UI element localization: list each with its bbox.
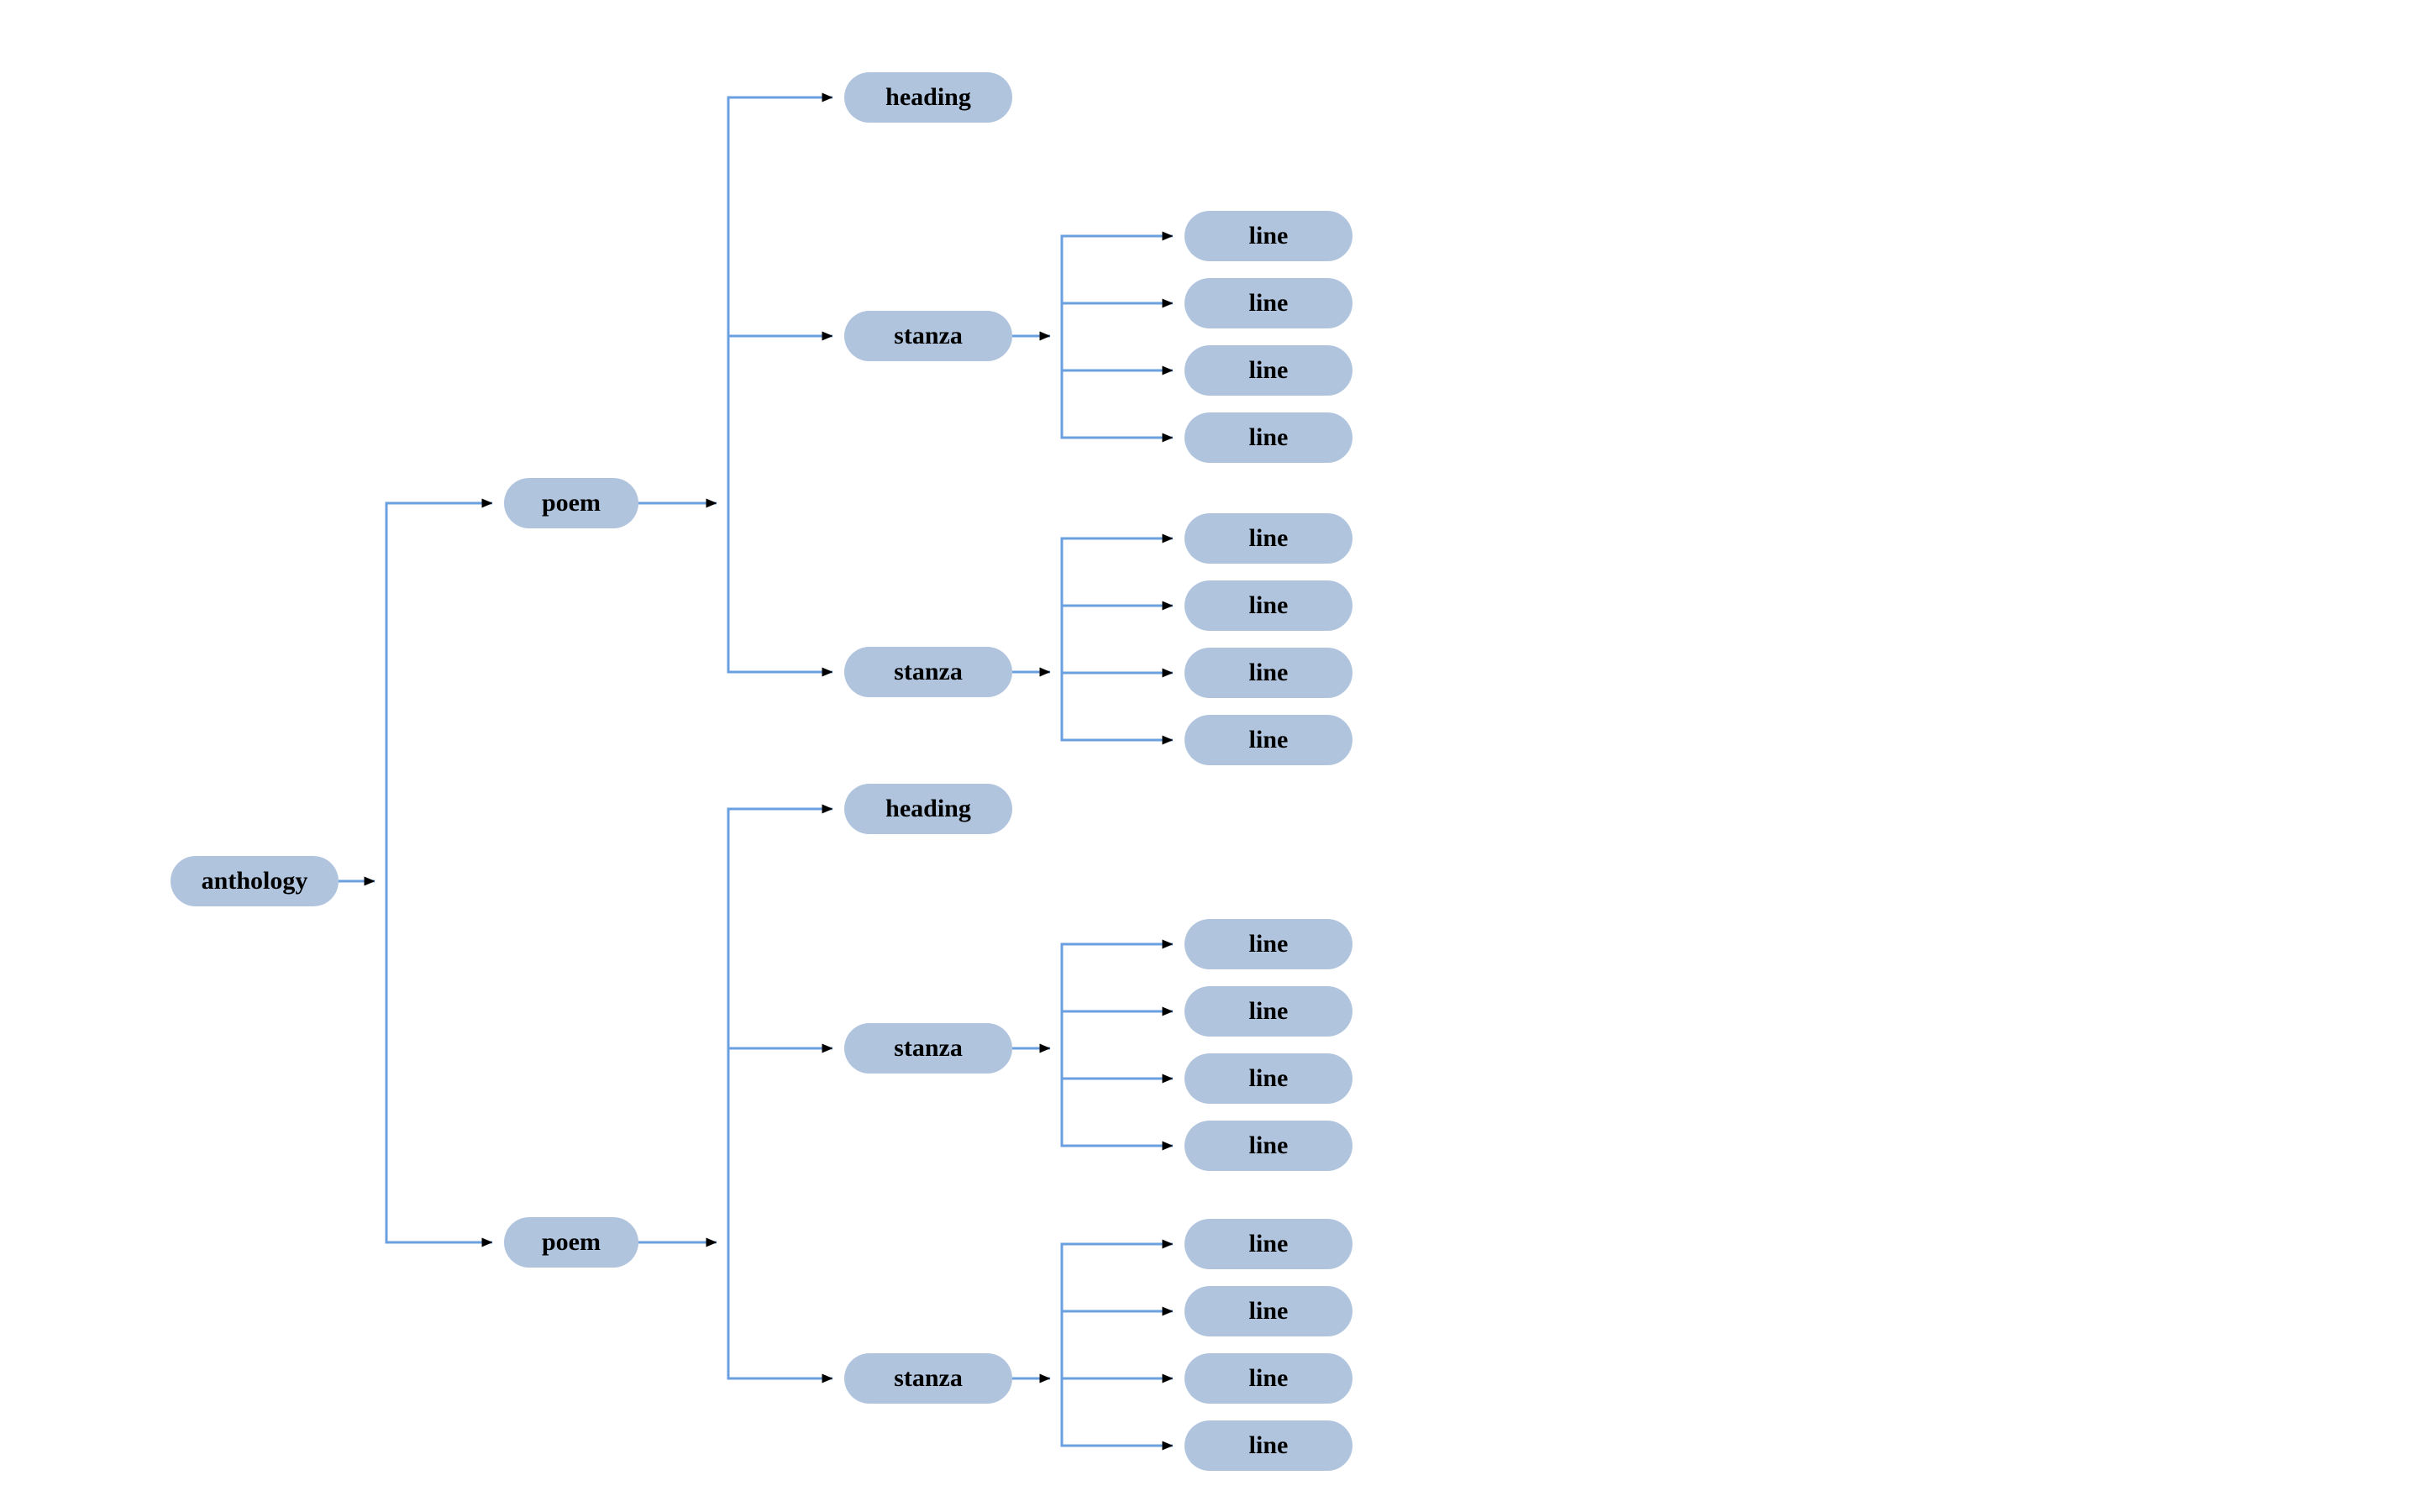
edge-p1-stanza2-to-p1-s2-l3 [1060, 668, 1174, 678]
edge-p2-stanza1-to-p2-s1-l3 [1060, 1048, 1174, 1084]
node-poem2[interactable]: poem [504, 1217, 638, 1268]
node-p1-s2-l1[interactable]: line [1184, 513, 1352, 564]
node-label: heading [885, 795, 971, 822]
node-label: line [1248, 1297, 1289, 1325]
edge-p1-stanza2-to-p1-s2-l1 [1060, 533, 1174, 672]
node-label: poem [542, 489, 601, 517]
edge-poem1-to-p1-stanza2 [727, 503, 833, 677]
edge-p1-stanza1-to-p1-s1-l3 [1060, 336, 1174, 375]
node-p2-s2-l4[interactable]: line [1184, 1420, 1352, 1471]
node-label: line [1248, 591, 1289, 619]
node-p1-s2-l2[interactable]: line [1184, 580, 1352, 631]
node-p2-s1-l1[interactable]: line [1184, 919, 1352, 969]
node-label: line [1248, 423, 1289, 451]
node-p2-s1-l4[interactable]: line [1184, 1121, 1352, 1171]
node-label: heading [885, 83, 971, 111]
edge-poem2-to-p2-stanza2 [727, 1242, 833, 1383]
node-label: line [1248, 1230, 1289, 1257]
edge-poem1-to-p1-heading [727, 92, 833, 503]
node-label: line [1248, 356, 1289, 384]
node-label: stanza [894, 1364, 963, 1392]
edge-p2-stanza2-to-p2-s2-l4 [1060, 1378, 1174, 1451]
edge-poem2-to-p2-heading [727, 804, 833, 1242]
node-p1-stanza2[interactable]: stanza [844, 647, 1012, 697]
node-label: line [1248, 1364, 1289, 1392]
node-p2-s2-l1[interactable]: line [1184, 1219, 1352, 1269]
node-p2-s2-l2[interactable]: line [1184, 1286, 1352, 1336]
node-p1-s2-l3[interactable]: line [1184, 648, 1352, 698]
edge-p2-stanza1-to-p2-s1-l2 [1060, 1006, 1174, 1048]
node-p2-stanza1[interactable]: stanza [844, 1023, 1012, 1074]
edge-p1-stanza1-to-p1-s1-l2 [1060, 298, 1174, 336]
node-label: line [1248, 659, 1289, 686]
node-label: stanza [894, 1034, 963, 1062]
edge-p1-stanza2-to-p1-s2-l2 [1060, 601, 1174, 672]
edge-p2-stanza2-to-p2-s2-l2 [1060, 1306, 1174, 1378]
node-label: line [1248, 930, 1289, 958]
node-label: line [1248, 1431, 1289, 1459]
node-p2-s1-l2[interactable]: line [1184, 986, 1352, 1037]
node-label: poem [542, 1228, 601, 1256]
node-p2-stanza2[interactable]: stanza [844, 1353, 1012, 1404]
node-p2-s1-l3[interactable]: line [1184, 1053, 1352, 1104]
node-label: stanza [894, 658, 963, 685]
node-p1-s1-l3[interactable]: line [1184, 345, 1352, 396]
node-p1-s2-l4[interactable]: line [1184, 715, 1352, 765]
node-label: line [1248, 524, 1289, 552]
node-poem1[interactable]: poem [504, 478, 638, 528]
node-p2-heading[interactable]: heading [844, 784, 1012, 834]
edge-p1-stanza1-to-p1-s1-l4 [1060, 336, 1174, 443]
edge-p2-stanza1-to-p2-s1-l4 [1060, 1048, 1174, 1151]
node-label: line [1248, 726, 1289, 753]
node-label: anthology [201, 867, 308, 895]
node-p1-stanza1[interactable]: stanza [844, 311, 1012, 361]
node-label: line [1248, 1131, 1289, 1159]
edge-p2-stanza1-to-p2-s1-l1 [1060, 939, 1174, 1048]
edge-poem2-to-p2-stanza1 [727, 1043, 833, 1242]
node-label: line [1248, 1064, 1289, 1092]
edge-anthology-to-poem2 [385, 881, 493, 1247]
node-label: line [1248, 289, 1289, 317]
edge-poem1-to-p1-stanza1 [727, 331, 833, 503]
node-label: stanza [894, 322, 963, 349]
node-label: line [1248, 222, 1289, 249]
node-label: line [1248, 997, 1289, 1025]
node-p2-s2-l3[interactable]: line [1184, 1353, 1352, 1404]
edge-p1-stanza2-to-p1-s2-l4 [1060, 672, 1174, 745]
edge-p2-stanza2-to-p2-s2-l1 [1060, 1239, 1174, 1378]
node-p1-s1-l4[interactable]: line [1184, 412, 1352, 463]
edge-anthology-to-poem1 [385, 498, 493, 881]
node-p1-heading[interactable]: heading [844, 72, 1012, 123]
node-anthology[interactable]: anthology [171, 856, 339, 906]
edge-p1-stanza1-to-p1-s1-l1 [1060, 231, 1174, 336]
node-p1-s1-l2[interactable]: line [1184, 278, 1352, 328]
node-p1-s1-l1[interactable]: line [1184, 211, 1352, 261]
